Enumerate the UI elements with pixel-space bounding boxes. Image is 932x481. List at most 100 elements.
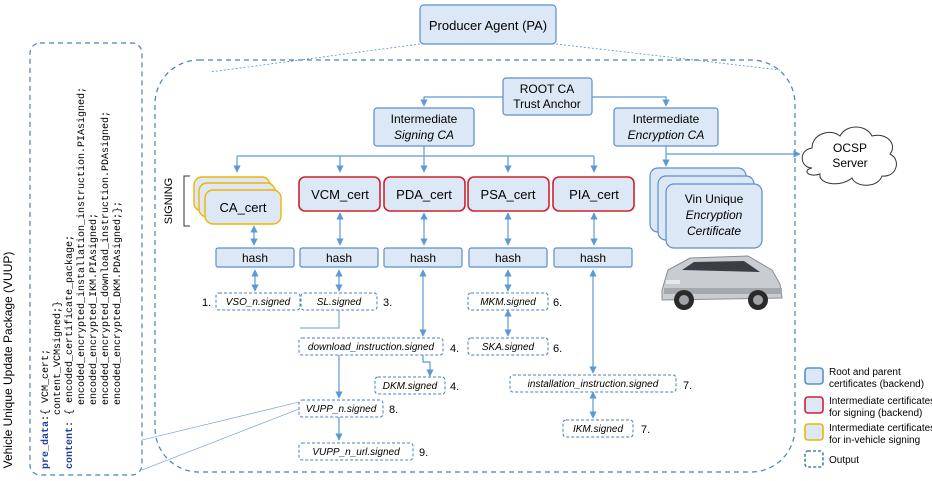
vuup-container: [29, 42, 143, 476]
ca-cert-label: CA_cert: [220, 200, 267, 215]
vupp-url-signed-label: VUPP_n_url.signed: [312, 447, 400, 458]
ocsp-server-cloud: OCSP Server: [801, 126, 897, 186]
legend-label: Root and parent: [829, 367, 901, 378]
signing-label: SIGNING: [163, 178, 175, 224]
output-dkm-signed: DKM.signed 4.: [374, 376, 459, 395]
hash-label: hash: [242, 251, 268, 265]
code-line-2: encoded_encrypted_installation_instructi…: [76, 87, 88, 405]
vin-cert-line1: Vin Unique: [685, 192, 744, 206]
step-vso: 1.: [202, 297, 211, 309]
encryption-ca-line2: Encryption CA: [628, 128, 705, 142]
installation-instruction-label: installation_instruction.signed: [528, 379, 659, 390]
vuup-code-block: pre_data:{ VCM_cert; content_VCMsigned;}…: [40, 87, 124, 469]
root-to-signing-arrow: [420, 96, 503, 107]
step-mkm: 6.: [553, 297, 562, 309]
step-dkm: 4.: [450, 381, 459, 393]
pda-cert-label: PDA_cert: [396, 187, 452, 202]
vcm-cert-label: VCM_cert: [311, 187, 369, 202]
legend-swatch: [804, 367, 824, 385]
hash-box-pia: hash: [553, 247, 633, 268]
download-instruction-label: download_instruction.signed: [308, 342, 435, 353]
vso-signed-label: VSO_n.signed: [226, 297, 291, 308]
output-vupp-signed: VUPP_n.signed 8.: [298, 399, 398, 418]
ikm-signed-label: IKM.signed: [573, 424, 623, 435]
output-ikm-signed: IKM.signed 7.: [562, 419, 650, 438]
legend-swatch: [804, 450, 824, 468]
output-vso-signed: VSO_n.signed 1.: [202, 292, 301, 311]
hash-box-ca: hash: [215, 247, 295, 268]
legend-label: Output: [829, 455, 859, 466]
vuup-connector-bottom: [141, 401, 300, 441]
legend-label: Intermediate certificates: [829, 423, 932, 434]
legend-swatch: [804, 423, 824, 441]
step-vupp: 8.: [389, 404, 398, 416]
psa-cert-label: PSA_cert: [481, 187, 536, 202]
signing-ca-box: Intermediate Signing CA: [373, 107, 475, 147]
root-ca-box: ROOT CA Trust Anchor: [502, 77, 593, 116]
root-to-encryption-arrow: [592, 96, 670, 107]
ska-signed-label: SKA.signed: [482, 342, 535, 353]
sl-signed-label: SL.signed: [317, 297, 362, 308]
output-download-instruction: download_instruction.signed 4.: [298, 337, 459, 356]
vcm-cert-box: VCM_cert: [298, 176, 381, 212]
code-line-content: content: { encoded_certificate_package;: [64, 235, 76, 469]
vin-cert-line3: Certificate: [687, 224, 741, 238]
code-line-pre-data: pre_data:{ VCM_cert;: [40, 349, 52, 469]
encryption-ca-line1: Intermediate: [633, 112, 700, 126]
code-line-4: encoded_encrypted_download_instruction.P…: [100, 111, 112, 405]
root-ca-line1: ROOT CA: [520, 82, 574, 96]
ocsp-line2: Server: [832, 156, 867, 170]
hash-label: hash: [326, 251, 352, 265]
ca-cert-stack: CA_cert: [193, 176, 282, 225]
code-line-content-vcm: content_VCMsigned;}: [52, 301, 64, 415]
pa-connector-right: [555, 43, 781, 71]
pia-cert-label: PIA_cert: [569, 187, 619, 202]
producer-agent-label: Producer Agent (PA): [429, 18, 547, 33]
producer-agent-box: Producer Agent (PA): [419, 4, 557, 45]
legend-label-line2: certificates (backend): [829, 379, 924, 390]
pda-cert-box: PDA_cert: [383, 176, 466, 212]
legend-label-line2: for signing (backend): [829, 408, 922, 419]
encryption-ca-box: Intermediate Encryption CA: [613, 107, 719, 147]
code-line-3: encoded_encrypted_IKM.PIAsigned;: [88, 213, 100, 405]
hash-box-pda: hash: [383, 247, 463, 268]
output-installation-instruction: installation_instruction.signed 7.: [509, 374, 692, 393]
signing-bracket: [183, 175, 190, 227]
legend-label: Intermediate certificates: [829, 396, 932, 407]
step-download: 4.: [450, 343, 459, 355]
dkm-signed-label: DKM.signed: [383, 381, 438, 392]
vin-unique-cert-stack: Vin Unique Encryption Certificate: [649, 167, 763, 249]
step-installation: 7.: [683, 380, 692, 392]
step-ska: 6.: [553, 343, 562, 355]
root-ca-line2: Trust Anchor: [513, 97, 581, 111]
step-ikm: 7.: [641, 424, 650, 436]
legend-label-line2: for in-vehicle signing: [829, 435, 920, 446]
hash-box-vcm: hash: [299, 247, 379, 268]
step-sl: 3.: [383, 297, 392, 309]
ocsp-line1: OCSP: [833, 141, 867, 155]
output-mkm-signed: MKM.signed 6.: [467, 292, 562, 311]
code-line-5: encoded_encrypted_DKM.PDAsigned;};: [112, 201, 124, 405]
download-dkm-arrow: [422, 354, 434, 377]
legend-swatch: [804, 396, 824, 414]
vin-cert-line2: Encryption: [686, 208, 743, 222]
signing-ca-line2: Signing CA: [394, 128, 454, 142]
output-sl-signed: SL.signed 3.: [300, 292, 392, 311]
producer-agent-container: [154, 59, 796, 473]
hash-label: hash: [410, 251, 436, 265]
psa-cert-box: PSA_cert: [467, 176, 550, 212]
car-image: [661, 255, 783, 310]
hash-label: hash: [495, 251, 521, 265]
pia-cert-box: PIA_cert: [552, 176, 635, 212]
vuup-connector-top: [141, 408, 300, 471]
vuup-title: Vehicle Unique Update Package (VUUP): [1, 252, 15, 469]
sl-flow-line: [300, 310, 340, 329]
pa-connector-left: [209, 43, 421, 73]
output-ska-signed: SKA.signed 6.: [467, 337, 562, 356]
mkm-signed-label: MKM.signed: [480, 297, 536, 308]
hash-label: hash: [580, 251, 606, 265]
vupp-signed-label: VUPP_n.signed: [306, 404, 377, 415]
signing-ca-line1: Intermediate: [391, 112, 458, 126]
